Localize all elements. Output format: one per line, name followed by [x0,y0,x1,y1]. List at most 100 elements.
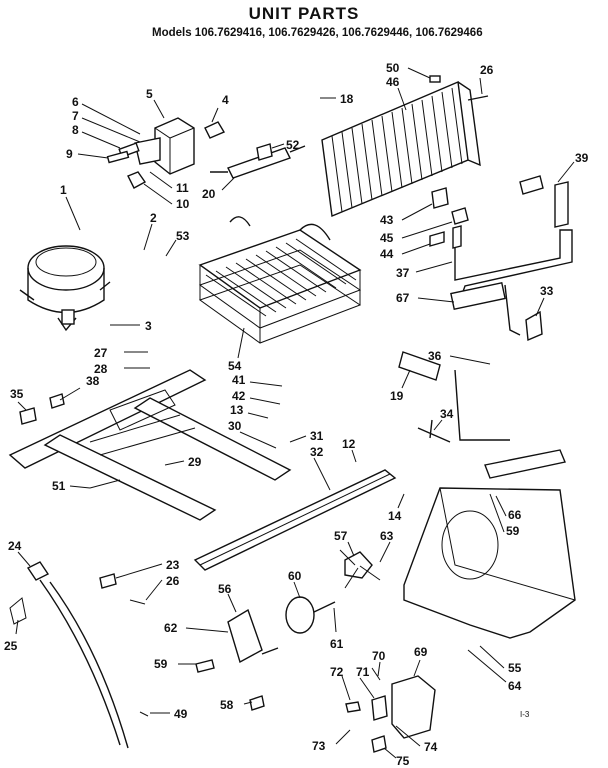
svg-text:59: 59 [154,657,168,671]
callout-71: 71 [356,665,375,699]
compressor [19,245,111,332]
svg-text:64: 64 [508,679,522,693]
svg-text:63: 63 [380,529,394,543]
callout-19: 19 [390,369,411,403]
svg-text:59: 59 [506,524,520,538]
svg-text:31: 31 [310,429,324,443]
svg-text:41: 41 [232,373,246,387]
svg-text:56: 56 [218,582,232,596]
fan-shroud [403,449,576,639]
svg-text:20: 20 [202,187,216,201]
callout-34: 34 [433,407,454,431]
callout-18: 18 [320,92,354,106]
svg-text:35: 35 [10,387,24,401]
callout-26b: 26 [145,574,180,601]
svg-text:11: 11 [176,181,189,195]
svg-text:9: 9 [66,147,73,161]
svg-text:49: 49 [174,707,188,721]
svg-text:14: 14 [388,509,402,523]
callout-9: 9 [66,147,109,161]
svg-text:1: 1 [60,183,67,197]
svg-text:70: 70 [372,649,386,663]
callout-33: 33 [535,284,554,317]
callout-75: 75 [383,747,410,768]
callout-1: 1 [60,183,81,231]
svg-text:45: 45 [380,231,394,245]
callout-10: 10 [143,183,190,211]
callout-67: 67 [396,291,455,305]
svg-text:51: 51 [52,479,66,493]
svg-text:54: 54 [228,359,242,373]
callout-14: 14 [388,493,405,523]
drier [210,143,306,179]
svg-text:71: 71 [356,665,370,679]
callout-28: 28 [94,362,150,376]
callout-32: 32 [310,445,331,491]
small-parts [398,187,543,443]
callout-36: 36 [428,349,491,365]
condenser [321,75,489,217]
callout-66: 66 [495,495,522,522]
svg-text:37: 37 [396,266,410,280]
callout-29: 29 [164,455,202,469]
svg-text:7: 7 [72,109,79,123]
svg-text:57: 57 [334,529,348,543]
callout-72: 72 [330,665,351,701]
callout-12: 12 [342,437,357,463]
svg-text:10: 10 [176,197,190,211]
callout-2: 2 [143,211,157,251]
svg-text:26: 26 [166,574,180,588]
svg-text:8: 8 [72,123,79,137]
callout-60: 60 [288,569,302,599]
callout-20: 20 [202,177,235,201]
svg-text:73: 73 [312,739,326,753]
svg-text:18: 18 [340,92,354,106]
svg-text:42: 42 [232,389,246,403]
callout-50: 50 [386,61,431,79]
svg-text:32: 32 [310,445,324,459]
callout-44: 44 [380,243,431,261]
svg-text:72: 72 [330,665,344,679]
svg-text:26: 26 [480,63,494,77]
svg-text:36: 36 [428,349,442,363]
callout-51: 51 [52,479,91,493]
svg-text:53: 53 [176,229,190,243]
callout-69: 69 [413,645,428,677]
callout-58: 58 [220,698,253,712]
callout-64: 64 [467,649,522,693]
page-stamp: I-3 [520,710,530,719]
svg-text:55: 55 [508,661,522,675]
callout-63: 63 [379,529,394,563]
svg-text:25: 25 [4,639,18,653]
svg-text:29: 29 [188,455,202,469]
callout-42: 42 [232,389,281,405]
callout-62: 62 [164,621,229,635]
callout-45: 45 [380,221,453,245]
fan-motor [227,549,381,664]
callout-4: 4 [211,93,229,123]
callout-23: 23 [115,558,180,579]
svg-text:52: 52 [286,138,300,152]
callout-59a: 59 [489,493,520,538]
evaporator [198,216,362,344]
callout-30: 30 [228,419,277,449]
callout-59b: 59 [154,657,196,671]
callout-11: 11 [149,171,189,195]
svg-text:4: 4 [222,93,229,107]
callout-54: 54 [228,327,245,373]
svg-text:27: 27 [94,346,108,360]
callout-37: 37 [396,261,453,280]
svg-text:30: 30 [228,419,242,433]
svg-text:12: 12 [342,437,356,451]
models-line: Models 106.7629416, 106.7629426, 106.762… [152,27,483,39]
tubing [450,175,573,336]
callout-7: 7 [72,109,141,143]
svg-text:75: 75 [396,754,410,768]
svg-text:24: 24 [8,539,22,553]
svg-text:43: 43 [380,213,394,227]
callout-56: 56 [218,582,237,613]
svg-text:66: 66 [508,508,522,522]
base-frame [8,369,292,521]
rail [193,469,397,571]
